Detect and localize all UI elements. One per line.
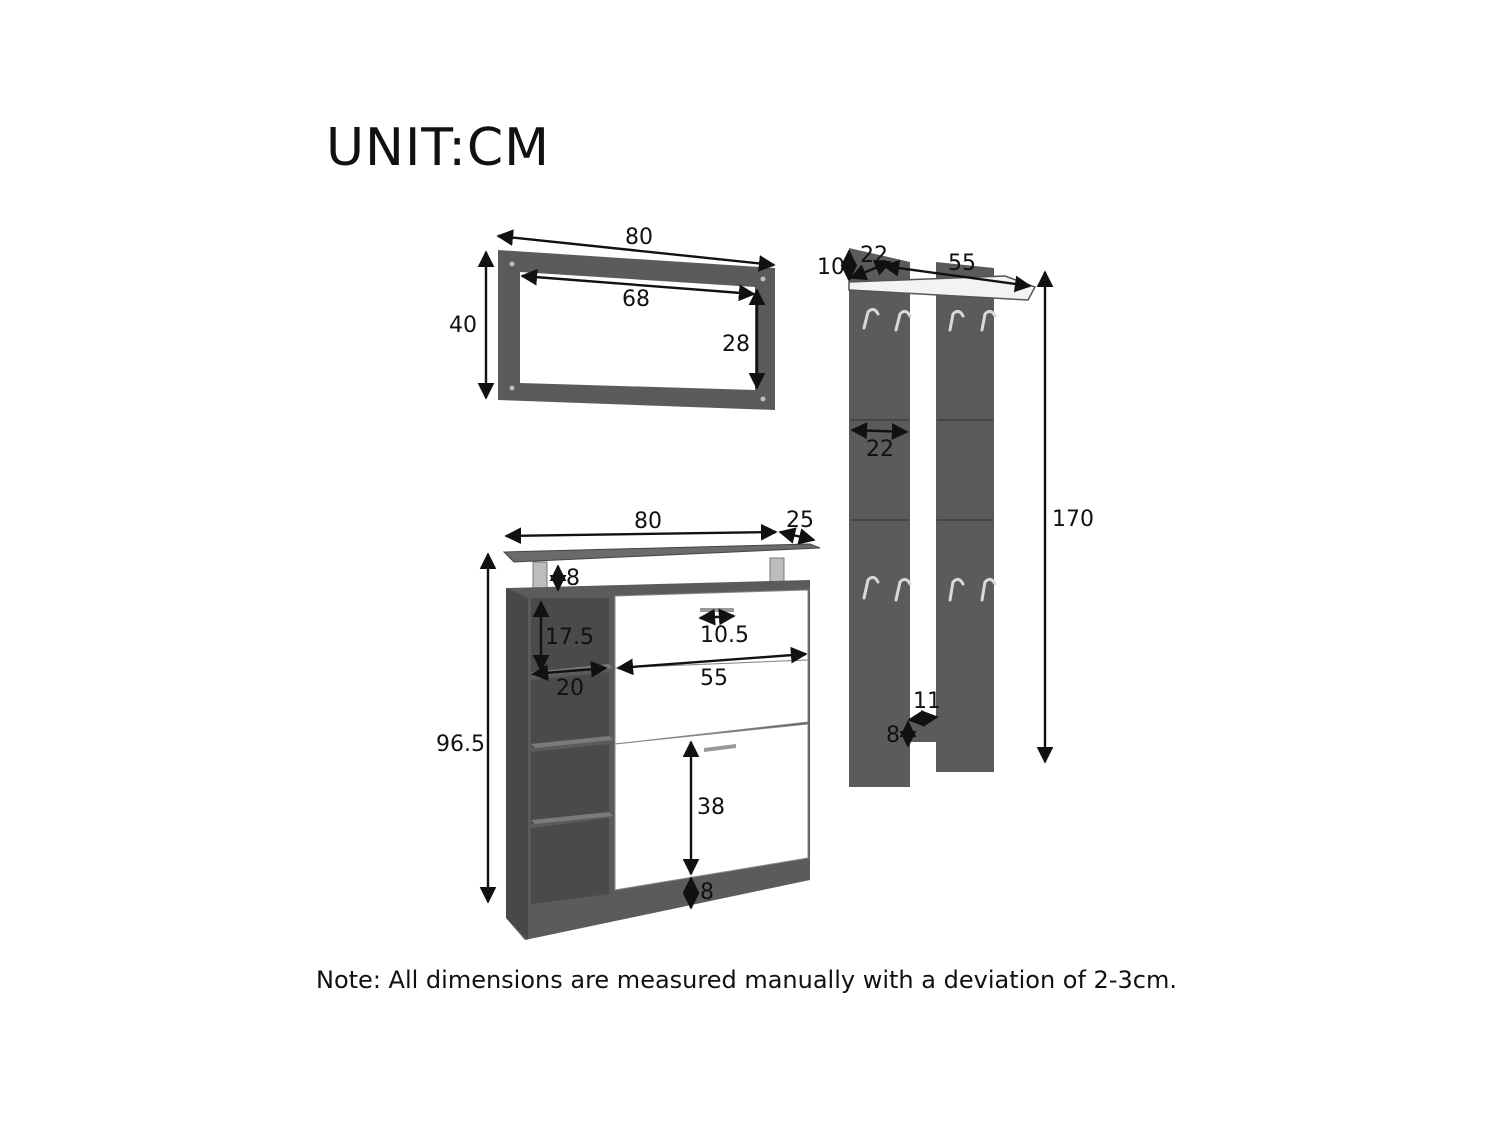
mirror-width-label: 80 <box>625 225 653 250</box>
coat-rack-shelf-width-label: 55 <box>948 251 976 276</box>
coat-rack <box>848 248 1037 787</box>
coat-rack-gap-label: 11 <box>913 689 941 714</box>
cabinet-shelf-height-label: 17.5 <box>545 625 594 650</box>
coat-rack-shelf-width-arrow <box>882 259 1032 293</box>
coat-rack-right-panel <box>936 262 994 772</box>
coat-rack-depth-label: 10 <box>817 255 845 280</box>
shoe-cabinet <box>502 543 821 940</box>
mirror-inner-width-arrow <box>520 268 756 302</box>
coat-rack-left-panel <box>849 248 910 787</box>
unit-title: UNIT:CM <box>326 118 551 178</box>
handle-width-label: 10.5 <box>700 623 749 648</box>
drawer-handle <box>700 608 734 612</box>
cabinet-depth-arrow <box>778 527 816 545</box>
coat-rack-panel-width-label: 22 <box>866 437 894 462</box>
handle-width-arrow <box>698 608 736 626</box>
measurement-note: Note: All dimensions are measured manual… <box>316 966 1177 994</box>
cabinet-top-gap-label: 8 <box>566 566 580 591</box>
coat-rack-gap-height-label: 8 <box>886 723 900 748</box>
base-height-label: 8 <box>700 880 714 905</box>
coat-rack-panel-width-arrow <box>850 422 909 440</box>
mirror-inner-width-label: 68 <box>622 287 650 312</box>
mirror-inner-height-label: 28 <box>722 332 750 357</box>
door-height-label: 38 <box>697 795 725 820</box>
cabinet-shelf-width-label: 20 <box>556 676 584 701</box>
cabinet-height-label: 96.5 <box>436 732 485 757</box>
door-width-label: 55 <box>700 666 728 691</box>
coat-rack-height-label: 170 <box>1052 507 1094 532</box>
door-width-arrow <box>616 646 808 676</box>
mirror-height-label: 40 <box>449 313 477 338</box>
mirror-glass <box>520 272 755 390</box>
cabinet-lower-door <box>614 723 809 891</box>
door-handle <box>704 744 736 752</box>
cabinet-depth-label: 25 <box>786 508 814 533</box>
cabinet-width-label: 80 <box>634 509 662 534</box>
cabinet-width-arrow <box>504 523 778 545</box>
mirror-width-arrow <box>496 229 776 272</box>
coat-rack-top-width-label: 22 <box>860 243 888 268</box>
mirror <box>498 250 775 410</box>
cabinet-shelf-width-arrow <box>531 660 608 682</box>
coat-rack-gap-arrow <box>907 710 939 727</box>
cabinet-top-board <box>502 543 821 563</box>
